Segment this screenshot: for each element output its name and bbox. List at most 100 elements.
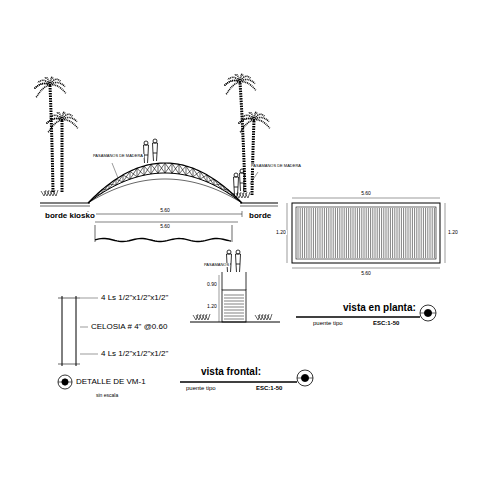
person-figure bbox=[153, 143, 158, 161]
lattice-strut bbox=[214, 179, 221, 189]
drawing-line bbox=[322, 208, 323, 258]
person-figure bbox=[153, 139, 157, 143]
drawing-line bbox=[317, 208, 318, 258]
drawing-line bbox=[304, 208, 305, 258]
drawing-line bbox=[292, 268, 440, 269]
dimension: 5.60 bbox=[159, 224, 171, 229]
drawing-line bbox=[311, 208, 312, 258]
drawing-line bbox=[298, 208, 299, 258]
drawing-line bbox=[355, 208, 356, 258]
drawing-line bbox=[242, 211, 243, 217]
drawing-line bbox=[366, 208, 367, 258]
palm-frond bbox=[36, 85, 50, 97]
drawing-line bbox=[361, 208, 362, 258]
palm-frond bbox=[226, 82, 240, 94]
arch-deck bbox=[88, 179, 242, 203]
edge-label: borde bbox=[248, 212, 272, 220]
palm-trunk bbox=[50, 85, 53, 192]
view-subtitle: puente tipo bbox=[312, 320, 344, 326]
drawing-line bbox=[364, 208, 365, 258]
drawing-line bbox=[412, 208, 413, 258]
drawing-line bbox=[40, 202, 90, 203]
dimension: 0.90 bbox=[206, 282, 218, 287]
drawing-line bbox=[180, 381, 297, 382]
person-figure bbox=[240, 169, 244, 173]
dimension: 1.20 bbox=[447, 230, 459, 235]
lattice-strut bbox=[179, 164, 186, 175]
drawing-line bbox=[333, 208, 334, 258]
note: PASAMANOS bbox=[203, 263, 230, 267]
edge-label: borde kiosko bbox=[44, 212, 96, 220]
drawing-line bbox=[445, 203, 446, 263]
drawing-line bbox=[313, 208, 314, 258]
dimension: 5.60 bbox=[159, 208, 171, 213]
drawing-line bbox=[335, 208, 336, 258]
drawing-line bbox=[309, 208, 310, 258]
drawing-line bbox=[328, 208, 329, 258]
lattice-strut bbox=[158, 163, 165, 173]
view-title: vista en planta: bbox=[342, 303, 417, 313]
palm-frond bbox=[240, 82, 256, 90]
lattice-strut bbox=[165, 163, 172, 173]
drawing-line bbox=[58, 382, 72, 383]
palm-frond bbox=[48, 120, 62, 132]
reference-circle bbox=[420, 305, 436, 321]
shrub bbox=[53, 190, 58, 196]
drawing-line bbox=[405, 208, 406, 258]
drawing-line bbox=[324, 208, 325, 258]
dimension: 5.60 bbox=[360, 271, 372, 276]
shrub bbox=[245, 192, 250, 198]
drawing-line bbox=[300, 208, 301, 258]
lattice-strut bbox=[137, 166, 144, 177]
drawing-line bbox=[240, 202, 278, 203]
drawing-line bbox=[190, 322, 280, 323]
drawing-line bbox=[219, 275, 220, 322]
arch-bottom bbox=[88, 173, 242, 203]
drawing-line bbox=[377, 208, 378, 258]
person-figure bbox=[236, 254, 241, 272]
palm-frond bbox=[235, 75, 240, 82]
palm-frond bbox=[50, 85, 66, 93]
member-spec: CELOSIA # 4" @0.60 bbox=[90, 323, 168, 331]
drawing-line bbox=[432, 208, 433, 258]
front-section bbox=[222, 290, 246, 322]
lattice-strut bbox=[109, 179, 116, 189]
scale-label: ESC:1-50 bbox=[255, 385, 283, 391]
palm-frond bbox=[240, 120, 254, 132]
scale-note: sin escala bbox=[95, 393, 119, 398]
drawing-line bbox=[381, 208, 382, 258]
reference-circle bbox=[58, 375, 72, 389]
palm-frond bbox=[34, 83, 50, 88]
drawing-line bbox=[392, 208, 393, 258]
drawing-line bbox=[224, 298, 244, 299]
drawing-line bbox=[344, 208, 345, 258]
drawing-line bbox=[224, 307, 244, 308]
person-figure bbox=[234, 177, 239, 195]
drawing-line bbox=[292, 198, 440, 199]
drawing-line bbox=[326, 208, 327, 258]
person-figure bbox=[227, 250, 231, 254]
drawing-line bbox=[416, 208, 417, 258]
palm-frond bbox=[62, 120, 78, 128]
person-figure bbox=[236, 250, 240, 254]
drawing-line bbox=[88, 214, 242, 215]
drawing-line bbox=[423, 208, 424, 258]
drawing-line bbox=[296, 316, 420, 317]
drawing-line bbox=[383, 208, 384, 258]
drawing-line bbox=[80, 327, 88, 328]
drawing-line bbox=[425, 208, 426, 258]
drawing-line bbox=[357, 208, 358, 258]
member-spec: 4 Ls 1/2"x1/2"x1/2" bbox=[100, 350, 169, 358]
drawing-line bbox=[419, 208, 420, 258]
drawing-line bbox=[390, 208, 391, 258]
drawing-line bbox=[224, 319, 244, 320]
drawing-line bbox=[430, 208, 431, 258]
person-figure bbox=[240, 173, 245, 191]
drawing-line bbox=[410, 208, 411, 258]
drawing-line bbox=[420, 313, 436, 314]
drawing-line bbox=[58, 364, 80, 365]
drawing-line bbox=[348, 208, 349, 258]
drawing-line bbox=[346, 208, 347, 258]
drawing-line bbox=[250, 172, 258, 184]
arch-top bbox=[88, 163, 242, 203]
